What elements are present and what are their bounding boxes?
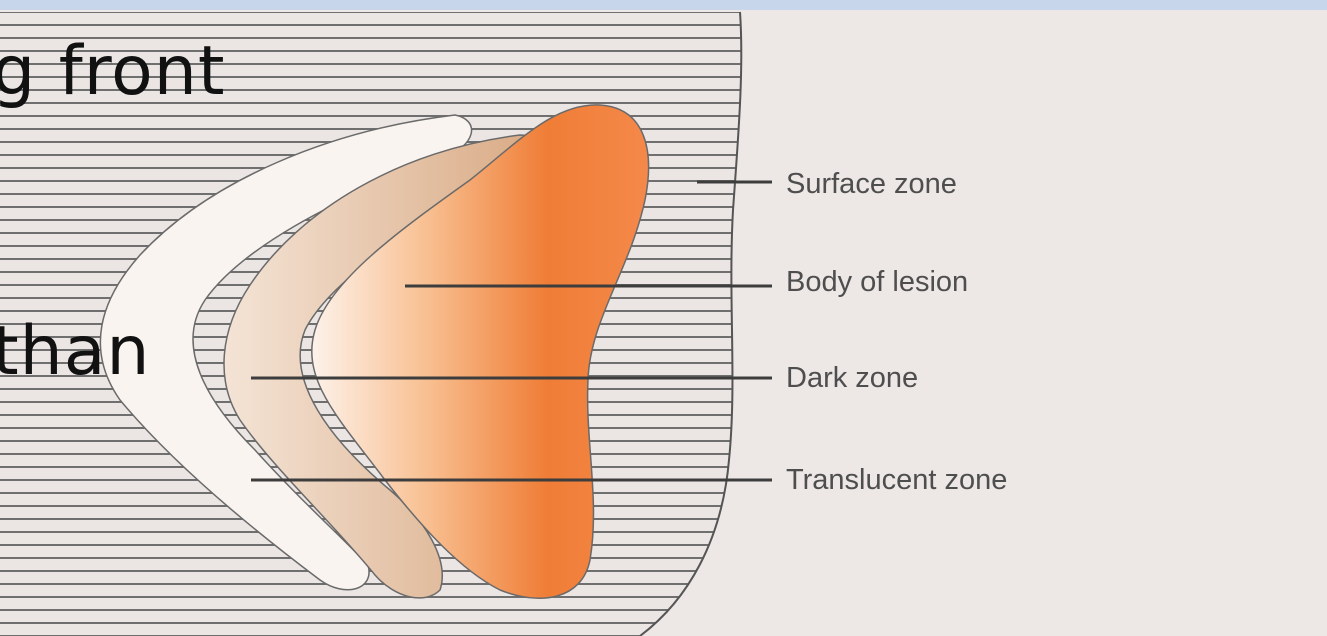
slide-text-line-2: than	[0, 318, 151, 386]
surface-zone-label: Surface zone	[786, 170, 957, 199]
body-of-lesion-label: Body of lesion	[786, 268, 968, 297]
slide-text-line-1: g front	[0, 38, 226, 106]
slide-top-band	[0, 0, 1327, 10]
translucent-zone-label: Translucent zone	[786, 466, 1007, 495]
dark-zone-label: Dark zone	[786, 364, 918, 393]
